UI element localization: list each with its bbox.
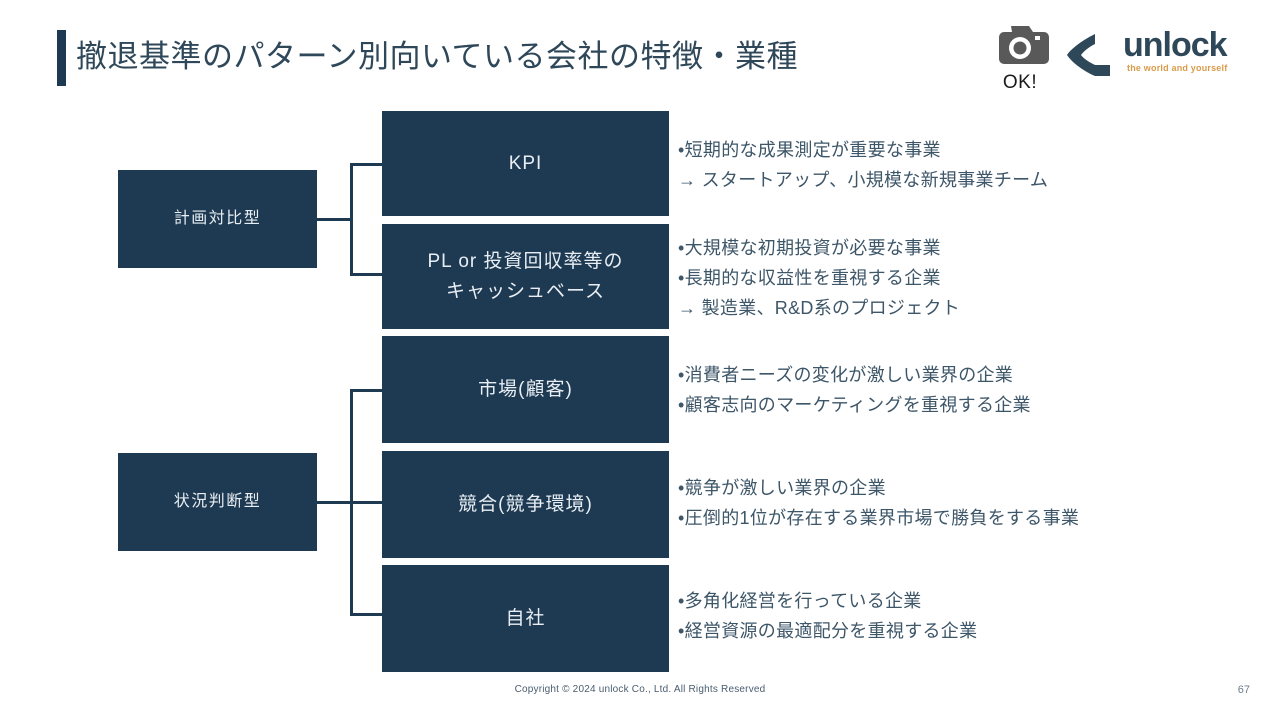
connector-stem-group2 [317, 501, 353, 504]
connector-stem-group1 [317, 218, 353, 221]
connector-spine-group1 [350, 163, 353, 276]
node-box-own-company[interactable]: 自社 [382, 565, 669, 672]
title-accent-bar [57, 30, 66, 86]
category-box-situational-judgment[interactable]: 状況判断型 [118, 453, 317, 551]
node-box-kpi[interactable]: KPI [382, 111, 669, 216]
bullets-own-company: •多角化経営を行っている企業 •経営資源の最適配分を重視する企業 [678, 591, 978, 641]
node-box-market-customer[interactable]: 市場(顧客) [382, 336, 669, 443]
bullets-competition: •競争が激しい業界の企業 •圧倒的1位が存在する業界市場で勝負をする事業 [678, 478, 1080, 528]
unlock-wordmark: unlock [1123, 26, 1228, 64]
bullets-market-customer: •消費者ニーズの変化が激しい業界の企業 •顧客志向のマーケティングを重視する企業 [678, 365, 1031, 415]
unlock-bracket-icon [1065, 33, 1115, 82]
node-box-pl-cash-base[interactable]: PL or 投資回収率等の キャッシュベース [382, 224, 669, 329]
connector-branch-company [350, 613, 384, 616]
page-title: 撤退基準のパターン別向いている会社の特徴・業種 [76, 39, 799, 74]
camera-icon [985, 22, 1055, 71]
bullets-kpi: •短期的な成果測定が重要な事業 → スタートアップ、小規模な新規事業チーム [678, 140, 1049, 190]
category-box-plan-comparison[interactable]: 計画対比型 [118, 170, 317, 268]
camera-ok-label: OK! [1002, 72, 1038, 93]
bullets-pl-cash-base: •大規模な初期投資が必要な事業 •長期的な収益性を重視する企業 → 製造業、R&… [678, 238, 961, 318]
connector-branch-kpi [350, 163, 384, 166]
connector-branch-competitor [350, 501, 384, 504]
page-number: 67 [1237, 684, 1250, 696]
connector-branch-market [350, 389, 384, 392]
camera-ok-block: OK! [985, 22, 1055, 94]
connector-branch-pl [350, 273, 384, 276]
node-box-competition[interactable]: 競合(競争環境) [382, 451, 669, 558]
copyright-text: Copyright © 2024 unlock Co., Ltd. All Ri… [514, 684, 766, 695]
unlock-tagline: the world and yourself [1127, 63, 1228, 73]
unlock-logo: unlock the world and yourself [1065, 26, 1235, 82]
